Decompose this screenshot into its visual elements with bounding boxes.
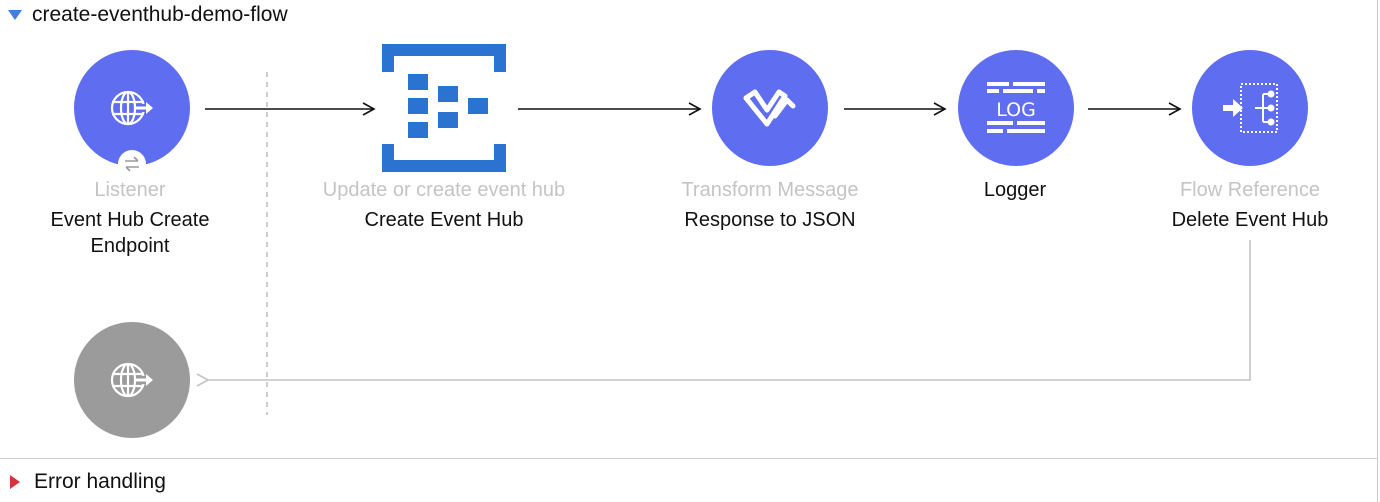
error-handling-label: Error handling <box>34 470 166 493</box>
transform-type-label: Transform Message <box>681 179 859 201</box>
expand-triangle-icon[interactable] <box>10 475 20 489</box>
flow-ref-type-label: Flow Reference <box>1179 179 1321 201</box>
right-frame-border <box>1377 0 1378 502</box>
update-event-hub-name-label: Create Event Hub <box>364 209 524 231</box>
transform-circle[interactable] <box>712 50 828 166</box>
flow-title: create-eventhub-demo-flow <box>32 3 288 26</box>
flow-header[interactable]: create-eventhub-demo-flow <box>8 3 288 27</box>
flow-reference-icon <box>1223 83 1278 133</box>
flow-ref-circle[interactable] <box>1192 50 1308 166</box>
logger-circle[interactable]: LOG <box>958 50 1074 166</box>
listener-type-label: Listener <box>94 179 166 201</box>
flow-ref-name-label: Delete Event Hub <box>1171 209 1329 231</box>
response-circle[interactable] <box>74 322 190 438</box>
transform-name-label: Response to JSON <box>684 209 856 231</box>
update-event-hub-type-label: Update or create event hub <box>322 179 566 201</box>
error-handling-toggle[interactable]: Error handling <box>10 468 166 496</box>
logger-name-label: Logger <box>983 179 1047 201</box>
svg-text:LOG: LOG <box>996 99 1036 121</box>
return-path-line <box>196 240 1251 387</box>
section-divider <box>0 458 1378 459</box>
globe-arrow-icon <box>110 362 153 398</box>
listener-circle[interactable] <box>74 50 190 166</box>
listener-name-label: Event Hub Create Endpoint <box>50 209 210 257</box>
collapse-triangle-icon[interactable] <box>8 10 22 20</box>
dataweave-icon <box>743 89 796 127</box>
swap-arrows-icon <box>118 150 146 178</box>
log-icon: LOG <box>987 82 1045 133</box>
globe-arrow-icon <box>110 90 153 126</box>
